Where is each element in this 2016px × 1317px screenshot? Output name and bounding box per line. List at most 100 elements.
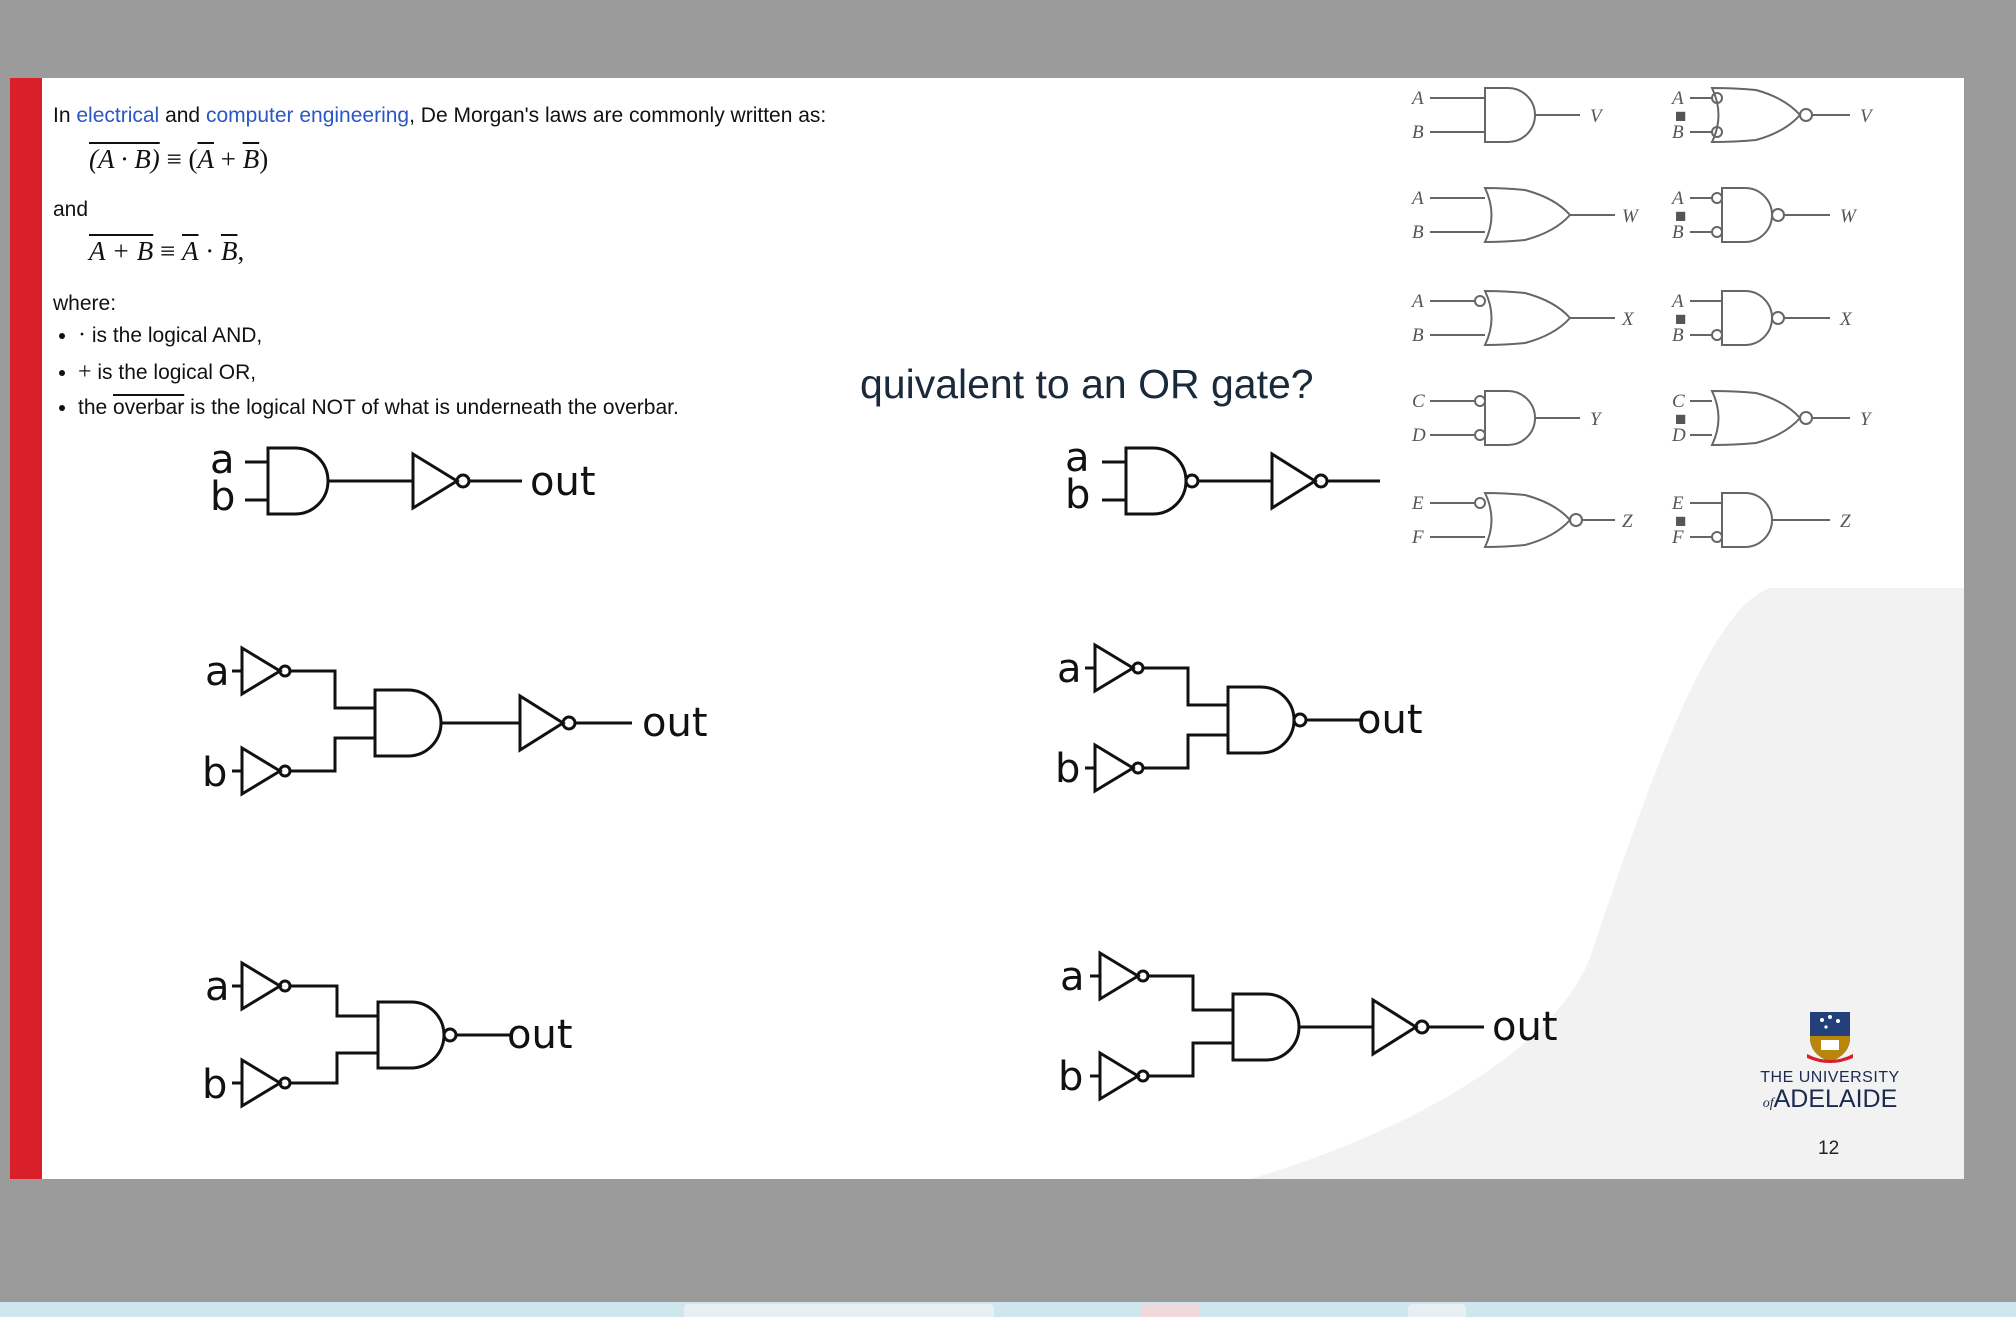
law1-a: A — [197, 144, 214, 174]
law2-b: B — [220, 236, 238, 266]
logo-adelaide: ADELAIDE — [1773, 1085, 1898, 1113]
dm-label-w: W — [1840, 206, 1858, 227]
law1-b: B — [242, 144, 260, 174]
not-gate-icon — [518, 693, 566, 753]
or-gate-icon — [1483, 289, 1572, 347]
not-gate-icon — [1270, 451, 1318, 511]
dm-label-a: A — [1410, 88, 1424, 109]
taskbar-item[interactable] — [1408, 1304, 1466, 1317]
circuit4-output: out — [1357, 697, 1423, 743]
law1-close: ) — [259, 144, 269, 174]
dm-label-c: C — [1412, 391, 1425, 412]
circuit-nand-not — [1102, 446, 1380, 516]
bullet-not: the overbar is the logical NOT of what i… — [78, 396, 679, 433]
and-gate-icon — [266, 446, 330, 516]
law1-eq: ≡ ( — [159, 144, 198, 174]
slide: In electrical and computer engineering, … — [10, 78, 1964, 1179]
intro-suffix: , De Morgan's laws are commonly written … — [409, 104, 827, 127]
dm-equiv-3: ■ — [1675, 309, 1686, 330]
logo-of: of — [1762, 1096, 1774, 1111]
dm-equiv-4: ■ — [1675, 409, 1686, 430]
law-1: (A · B) ≡ (A + B) — [89, 144, 268, 175]
dm-label-a: A — [1670, 88, 1684, 109]
circuit-not-not-nand-out — [232, 960, 510, 1109]
not-gate-icon — [1093, 642, 1136, 694]
dm-label-f: F — [1411, 527, 1424, 548]
dm-label-a: A — [1670, 291, 1684, 312]
law2-comma: , — [237, 236, 245, 266]
taskbar-item[interactable] — [1142, 1304, 1200, 1317]
circuit6-input-b: b — [1058, 1054, 1083, 1100]
dm-label-x: X — [1621, 309, 1635, 330]
operator-list: · is the logical AND, + is the logical O… — [53, 322, 679, 433]
or-gate-icon — [1483, 186, 1572, 244]
circuit3-input-a: a — [205, 649, 230, 695]
bullet-not-pre: the — [78, 396, 114, 419]
not-gate-icon — [1371, 997, 1419, 1057]
nand-gate-icon — [1124, 446, 1188, 516]
law2-dot: · — [198, 236, 221, 266]
or-gate-icon — [1483, 491, 1572, 549]
nand-gate-icon — [1721, 290, 1773, 346]
circuit-not-not-nand — [1085, 642, 1362, 794]
slide-background-shape — [1250, 588, 1964, 1179]
link-computer-engineering[interactable]: computer engineering — [205, 104, 410, 127]
dm-equiv-2: ■ — [1675, 206, 1686, 227]
and-word: and — [53, 198, 89, 221]
bullet-and: · is the logical AND, — [78, 322, 679, 359]
dm-label-b: B — [1412, 222, 1424, 243]
dm-label-a: A — [1670, 188, 1684, 209]
dm-label-b: B — [1412, 122, 1424, 143]
red-accent-bar — [10, 78, 42, 1179]
dm-label-x: X — [1839, 309, 1853, 330]
bullet-and-symbol: · — [78, 322, 86, 348]
not-gate-icon — [411, 451, 460, 511]
de-morgan-equivalence-figure: A B V ■ A B V A B W ■ A B W A B X ■ A B … — [1410, 86, 1874, 549]
intro-and: and — [165, 104, 201, 127]
circuit-not-not-and-not-out — [1090, 950, 1484, 1102]
where-label: where: — [53, 292, 117, 315]
logo-line-1: THE UNIVERSITY — [1760, 1069, 1900, 1086]
dm-label-v: V — [1590, 106, 1604, 127]
bullet-not-overbar: overbar — [113, 396, 185, 419]
dm-label-e: E — [1411, 493, 1424, 514]
circuit1-input-b: b — [210, 474, 235, 520]
circuit6-output: out — [1492, 1004, 1558, 1050]
dm-label-e: E — [1671, 493, 1684, 514]
crest-icon — [1807, 1012, 1853, 1063]
dm-label-c: C — [1672, 391, 1685, 412]
circuit1-output: out — [530, 459, 596, 505]
dm-label-f: F — [1671, 527, 1684, 548]
dm-label-z: Z — [1622, 511, 1633, 532]
not-gate-icon — [1093, 742, 1136, 794]
not-gate-icon — [240, 1057, 283, 1109]
not-gate-icon — [1098, 950, 1141, 1002]
dm-label-a: A — [1410, 188, 1424, 209]
bullet-and-text: is the logical AND, — [86, 324, 263, 347]
law2-a: A — [181, 236, 199, 266]
logo-line-2: ofADELAIDE — [1750, 1085, 1910, 1114]
circuit5-input-b: b — [202, 1062, 227, 1108]
dm-label-b: B — [1672, 325, 1684, 346]
circuit1-input-a: a — [210, 437, 235, 483]
dm-equiv-5: ■ — [1675, 511, 1686, 532]
bullet-or-symbol: + — [78, 359, 92, 385]
and-gate-icon — [1484, 390, 1536, 446]
circuit5-output: out — [507, 1012, 573, 1058]
dm-label-w: W — [1622, 206, 1640, 227]
not-gate-icon — [1098, 1050, 1141, 1102]
dm-label-b: B — [1672, 122, 1684, 143]
and-gate-icon — [1721, 492, 1773, 548]
dm-label-z: Z — [1840, 511, 1851, 532]
or-gate-icon — [1710, 389, 1802, 447]
and-gate-icon — [373, 688, 443, 758]
taskbar-item[interactable] — [684, 1304, 994, 1317]
not-gate-icon — [240, 745, 283, 797]
dm-label-y: Y — [1860, 409, 1873, 430]
link-electrical[interactable]: electrical — [76, 104, 160, 127]
intro-prefix: In — [53, 104, 71, 127]
dm-label-d: D — [1411, 425, 1426, 446]
circuit-not-not-and-not — [232, 645, 632, 797]
or-gate-icon — [1710, 86, 1802, 144]
intro-paragraph: In electrical and computer engineering, … — [53, 104, 826, 128]
